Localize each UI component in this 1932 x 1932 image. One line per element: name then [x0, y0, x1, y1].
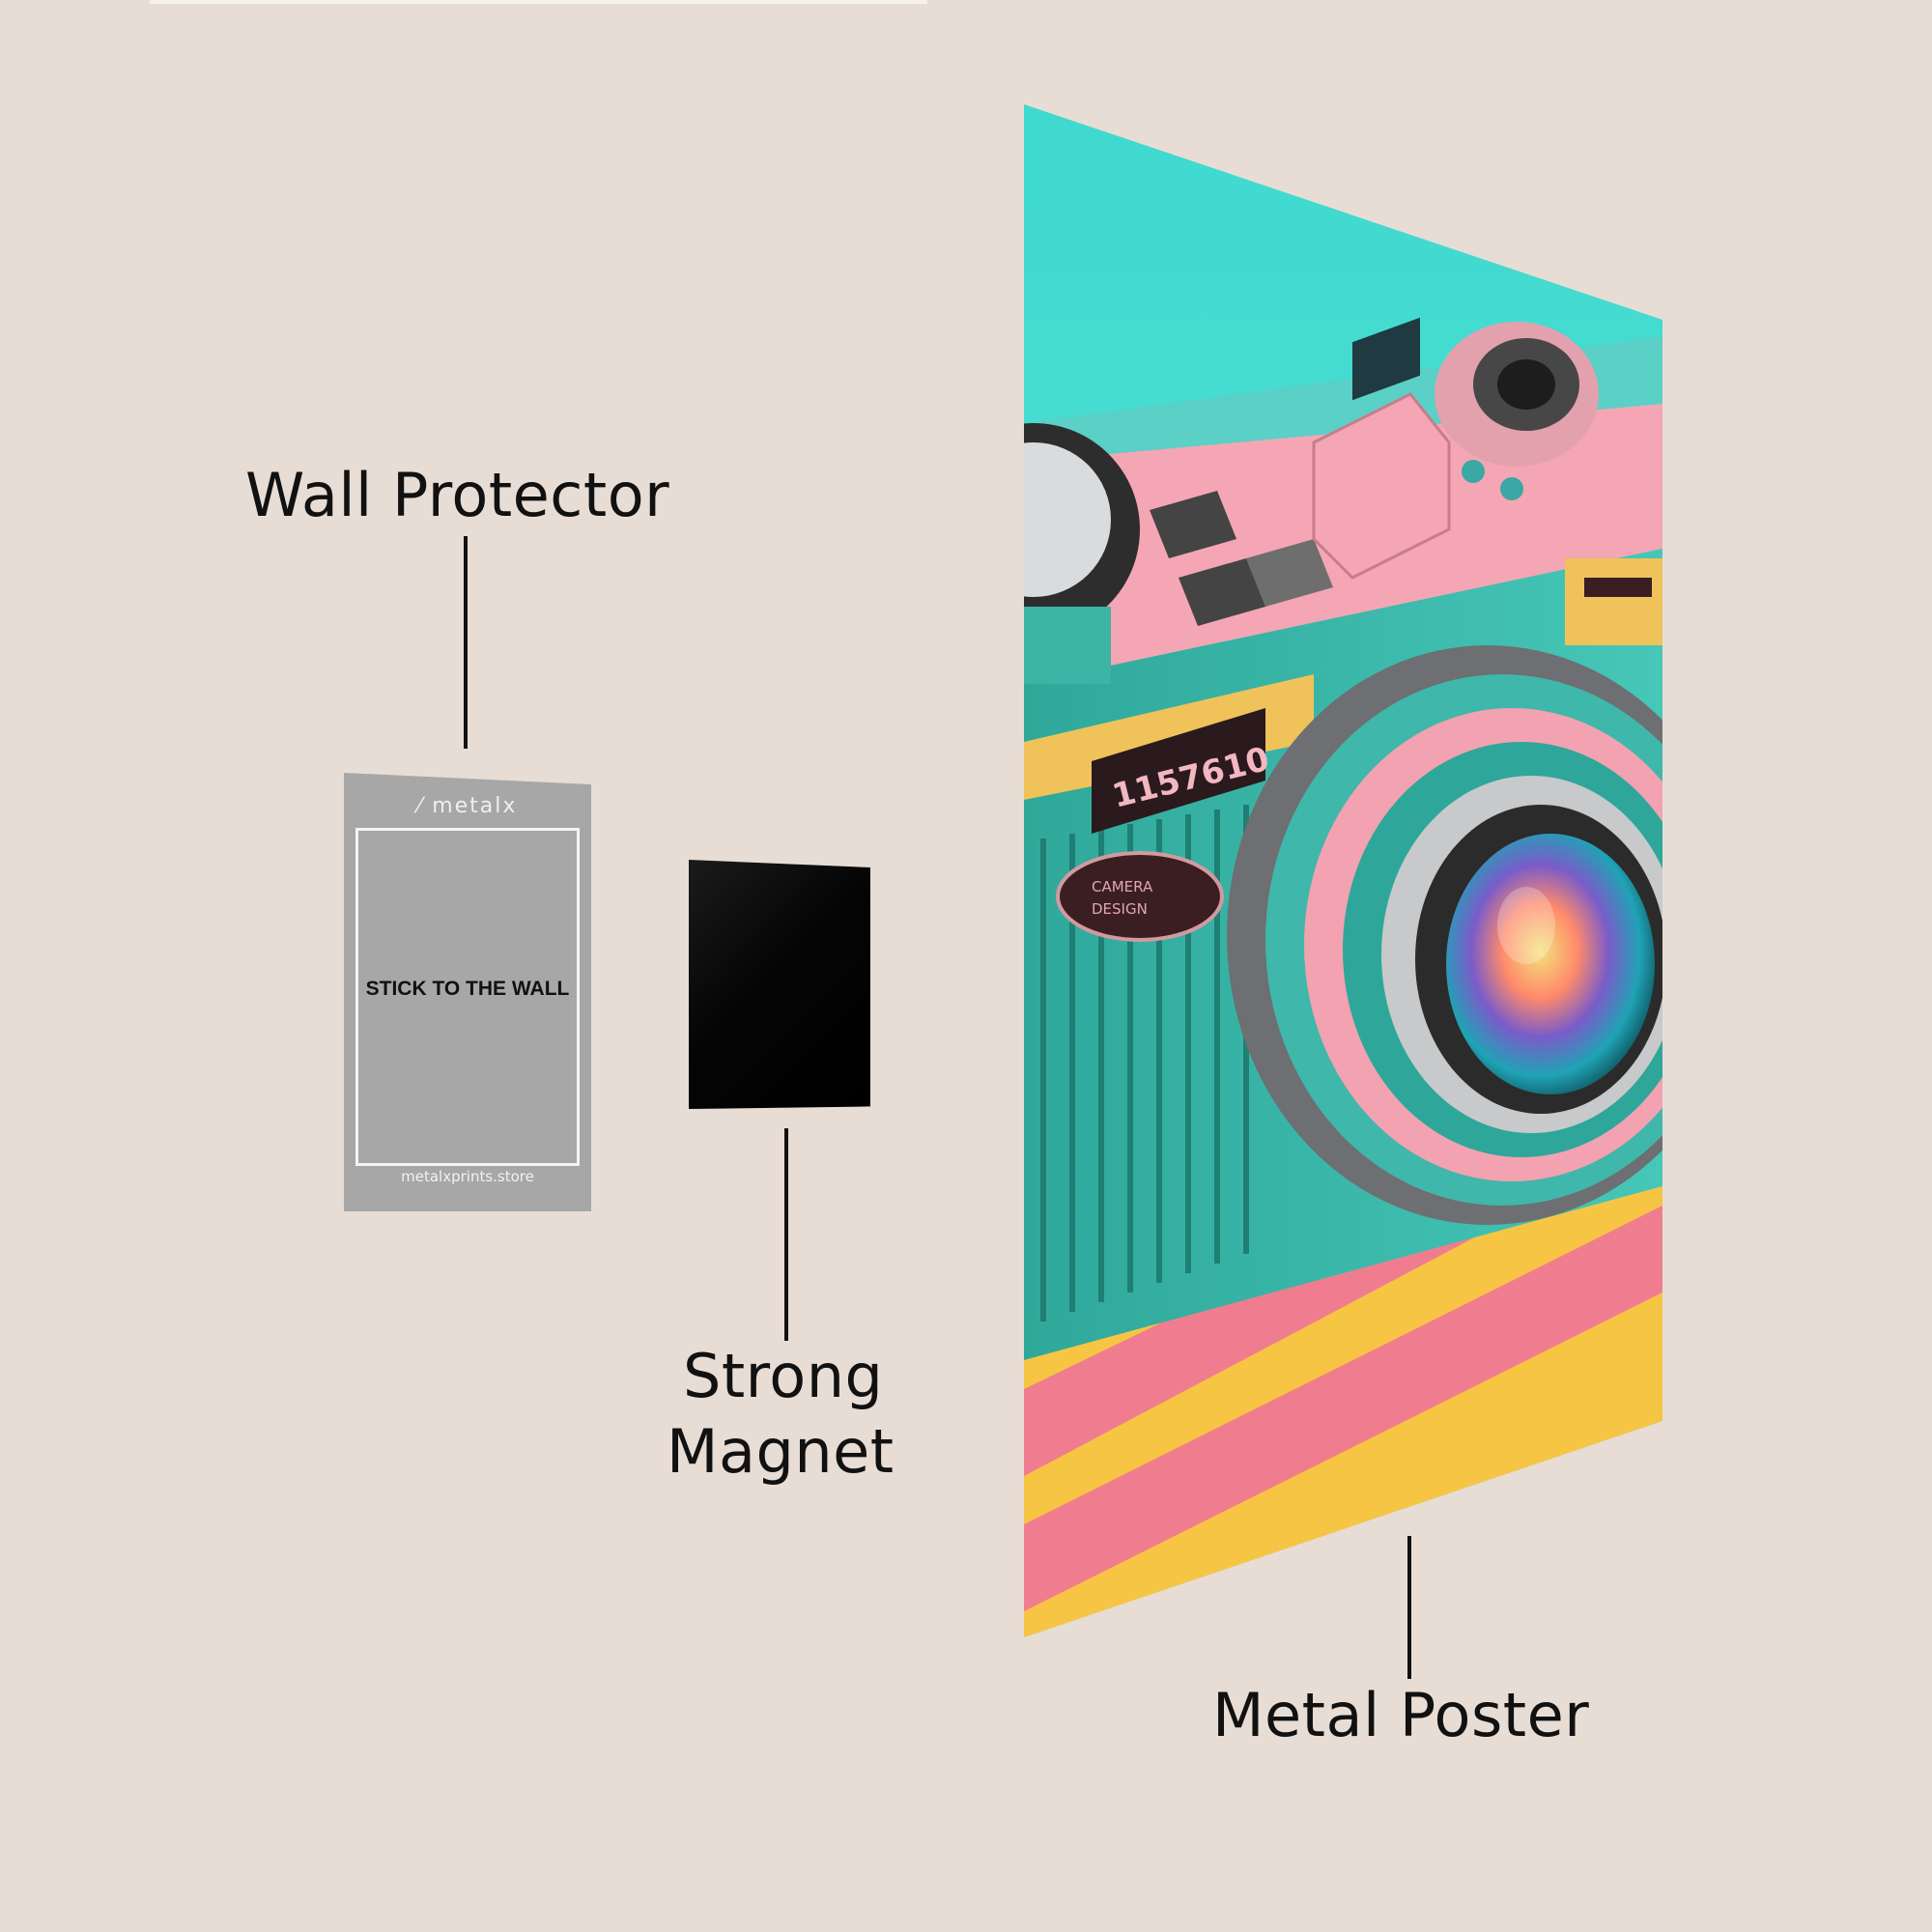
metalx-logo-icon: ⁄ — [417, 794, 433, 818]
strong-magnet-label-line2: Magnet — [667, 1416, 895, 1487]
stick-to-wall-text: STICK TO THE WALL — [365, 978, 570, 1000]
wall-protector-card: ⁄ metalx STICK TO THE WALL metalxprints.… — [344, 773, 591, 1211]
badge-line1: CAMERA — [1092, 878, 1153, 895]
strong-magnet-square — [689, 860, 870, 1109]
top-divider-strip — [150, 0, 927, 4]
camera-artwork: 1157610 CAMERA DESIGN — [1024, 104, 1662, 1637]
strong-magnet-leader-line — [784, 1128, 788, 1341]
metalx-brand: ⁄ metalx — [417, 794, 518, 818]
badge-line2: DESIGN — [1092, 900, 1148, 918]
protector-url: metalxprints.store — [401, 1168, 534, 1185]
wall-protector-leader-line — [464, 536, 468, 749]
protector-frame — [355, 828, 580, 1166]
metal-poster-label: Metal Poster — [1212, 1680, 1590, 1750]
metal-poster-leader-line — [1407, 1536, 1411, 1679]
metal-poster: 1157610 CAMERA DESIGN — [1024, 104, 1662, 1637]
strong-magnet-label-line1: Strong — [683, 1341, 884, 1411]
wall-protector-label: Wall Protector — [245, 460, 670, 530]
